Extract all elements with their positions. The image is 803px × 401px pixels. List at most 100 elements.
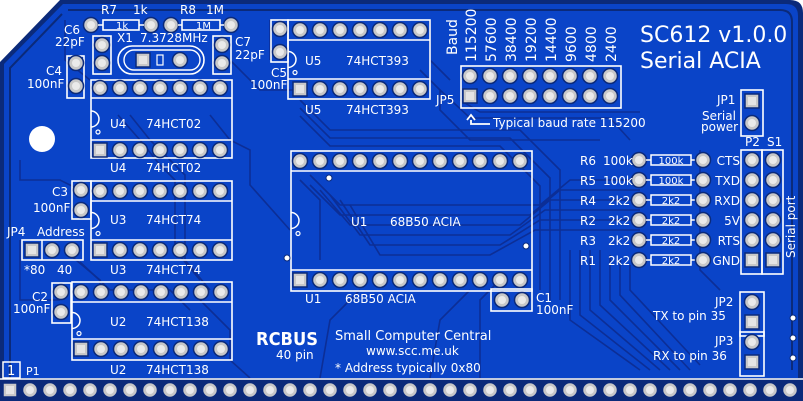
u1-ref: U1 xyxy=(305,292,321,306)
pad-hole xyxy=(98,41,106,49)
pad-hole xyxy=(196,187,204,195)
u2-ref: U2 xyxy=(110,363,126,377)
c7-ref: C7 xyxy=(235,35,251,49)
pad-hole xyxy=(167,21,175,29)
pad-hole xyxy=(699,216,707,224)
u1-ref-top: U1 xyxy=(351,215,367,229)
u4-value-top: 74HCT02 xyxy=(146,117,201,131)
pad-hole xyxy=(316,157,324,165)
c5-ref: C5 xyxy=(271,66,287,80)
pad-hole xyxy=(769,236,777,244)
pad-hole xyxy=(769,176,777,184)
trace xyxy=(609,255,681,371)
c1-ref: C1 xyxy=(536,291,552,305)
pad-hole xyxy=(217,288,225,296)
pad-hole xyxy=(416,26,424,34)
pad-hole xyxy=(218,41,226,49)
pad-hole xyxy=(526,386,534,394)
board-title: SC612 v1.0.0 xyxy=(640,23,787,48)
pad-hole xyxy=(96,84,104,92)
pad-hole xyxy=(356,85,364,93)
jp2-ref: JP2 xyxy=(714,295,733,309)
trace xyxy=(429,289,471,379)
jp5-baud-rate: 2400 xyxy=(604,26,620,62)
x1-ref: X1 xyxy=(117,31,133,45)
jp5-baud-heading: Baud xyxy=(445,19,461,55)
trace xyxy=(129,114,211,291)
resistor-value: 2k2 xyxy=(608,214,630,228)
pad-hole xyxy=(136,84,144,92)
via xyxy=(283,254,291,262)
trace xyxy=(299,107,551,300)
pad-hole xyxy=(346,386,354,394)
pad-hole xyxy=(306,386,314,394)
c5-value: 100nF xyxy=(250,78,288,92)
pad-hole xyxy=(156,146,164,154)
u2-value-top: 74HCT138 xyxy=(146,315,209,329)
pad-hole xyxy=(748,358,756,366)
trace xyxy=(64,20,91,81)
pad-hole xyxy=(748,119,756,127)
pad-hole xyxy=(97,288,105,296)
resistor-body-value: 100k xyxy=(659,156,684,167)
pin1-dot xyxy=(76,330,82,337)
pad-hole xyxy=(566,92,574,100)
pad-hole xyxy=(226,386,234,394)
via xyxy=(789,354,797,362)
pad-hole xyxy=(496,157,504,165)
pad-hole xyxy=(316,276,324,284)
pad-hole xyxy=(699,256,707,264)
pad-hole xyxy=(336,157,344,165)
pad-hole xyxy=(436,276,444,284)
jp1-label-1: Serial xyxy=(702,109,736,123)
jp5-baud-rate: 115200 xyxy=(464,9,480,62)
u4-ref-top: U4 xyxy=(110,117,126,131)
u3-value: 74HCT74 xyxy=(146,263,201,277)
pad-hole xyxy=(606,386,614,394)
pad-hole xyxy=(276,48,284,56)
jp5-outline xyxy=(460,65,622,109)
pad-hole xyxy=(635,236,643,244)
u5-ref-top: U5 xyxy=(305,54,321,68)
u3-outline xyxy=(90,180,233,261)
pad-hole xyxy=(116,84,124,92)
mounting-hole xyxy=(29,126,55,152)
ground-ring xyxy=(68,9,793,370)
trace xyxy=(19,240,60,301)
pad-hole xyxy=(466,72,474,80)
jp4-label: Address xyxy=(37,225,85,239)
pin1-dot xyxy=(295,230,301,237)
pad-hole xyxy=(48,246,56,254)
x1-value: 7.3728MHz xyxy=(140,31,208,45)
p1-pin1: 1 xyxy=(7,364,15,379)
u1-value: 68B50 ACIA xyxy=(345,292,417,306)
pad-hole xyxy=(286,386,294,394)
pad-hole xyxy=(366,386,374,394)
resistor-ref: R6 xyxy=(580,154,596,168)
pad-hole xyxy=(68,246,76,254)
footnote: * Address typically 0x80 xyxy=(335,361,481,375)
c6-value: 22pF xyxy=(55,35,85,49)
signal-label: RXD xyxy=(714,194,740,208)
pad-hole xyxy=(376,26,384,34)
rcbus-logo: RCBUS xyxy=(256,329,318,350)
pad-hole xyxy=(466,92,474,100)
pad-hole xyxy=(396,276,404,284)
r8-value: 1M xyxy=(206,3,224,17)
jp5-baud-rate: 4800 xyxy=(584,26,600,62)
r8-ref: R8 xyxy=(180,3,196,17)
pad-hole xyxy=(197,345,205,353)
pad-hole xyxy=(699,236,707,244)
jp3-outline xyxy=(739,331,765,377)
pad-hole xyxy=(635,176,643,184)
pad-hole xyxy=(386,386,394,394)
jp5-ref: JP5 xyxy=(435,93,454,107)
pad-hole xyxy=(416,276,424,284)
pad-hole xyxy=(586,92,594,100)
pad-hole xyxy=(426,386,434,394)
pad-hole xyxy=(498,296,506,304)
pad-hole xyxy=(769,196,777,204)
resistor-ref: R3 xyxy=(580,234,596,248)
via xyxy=(789,334,797,342)
